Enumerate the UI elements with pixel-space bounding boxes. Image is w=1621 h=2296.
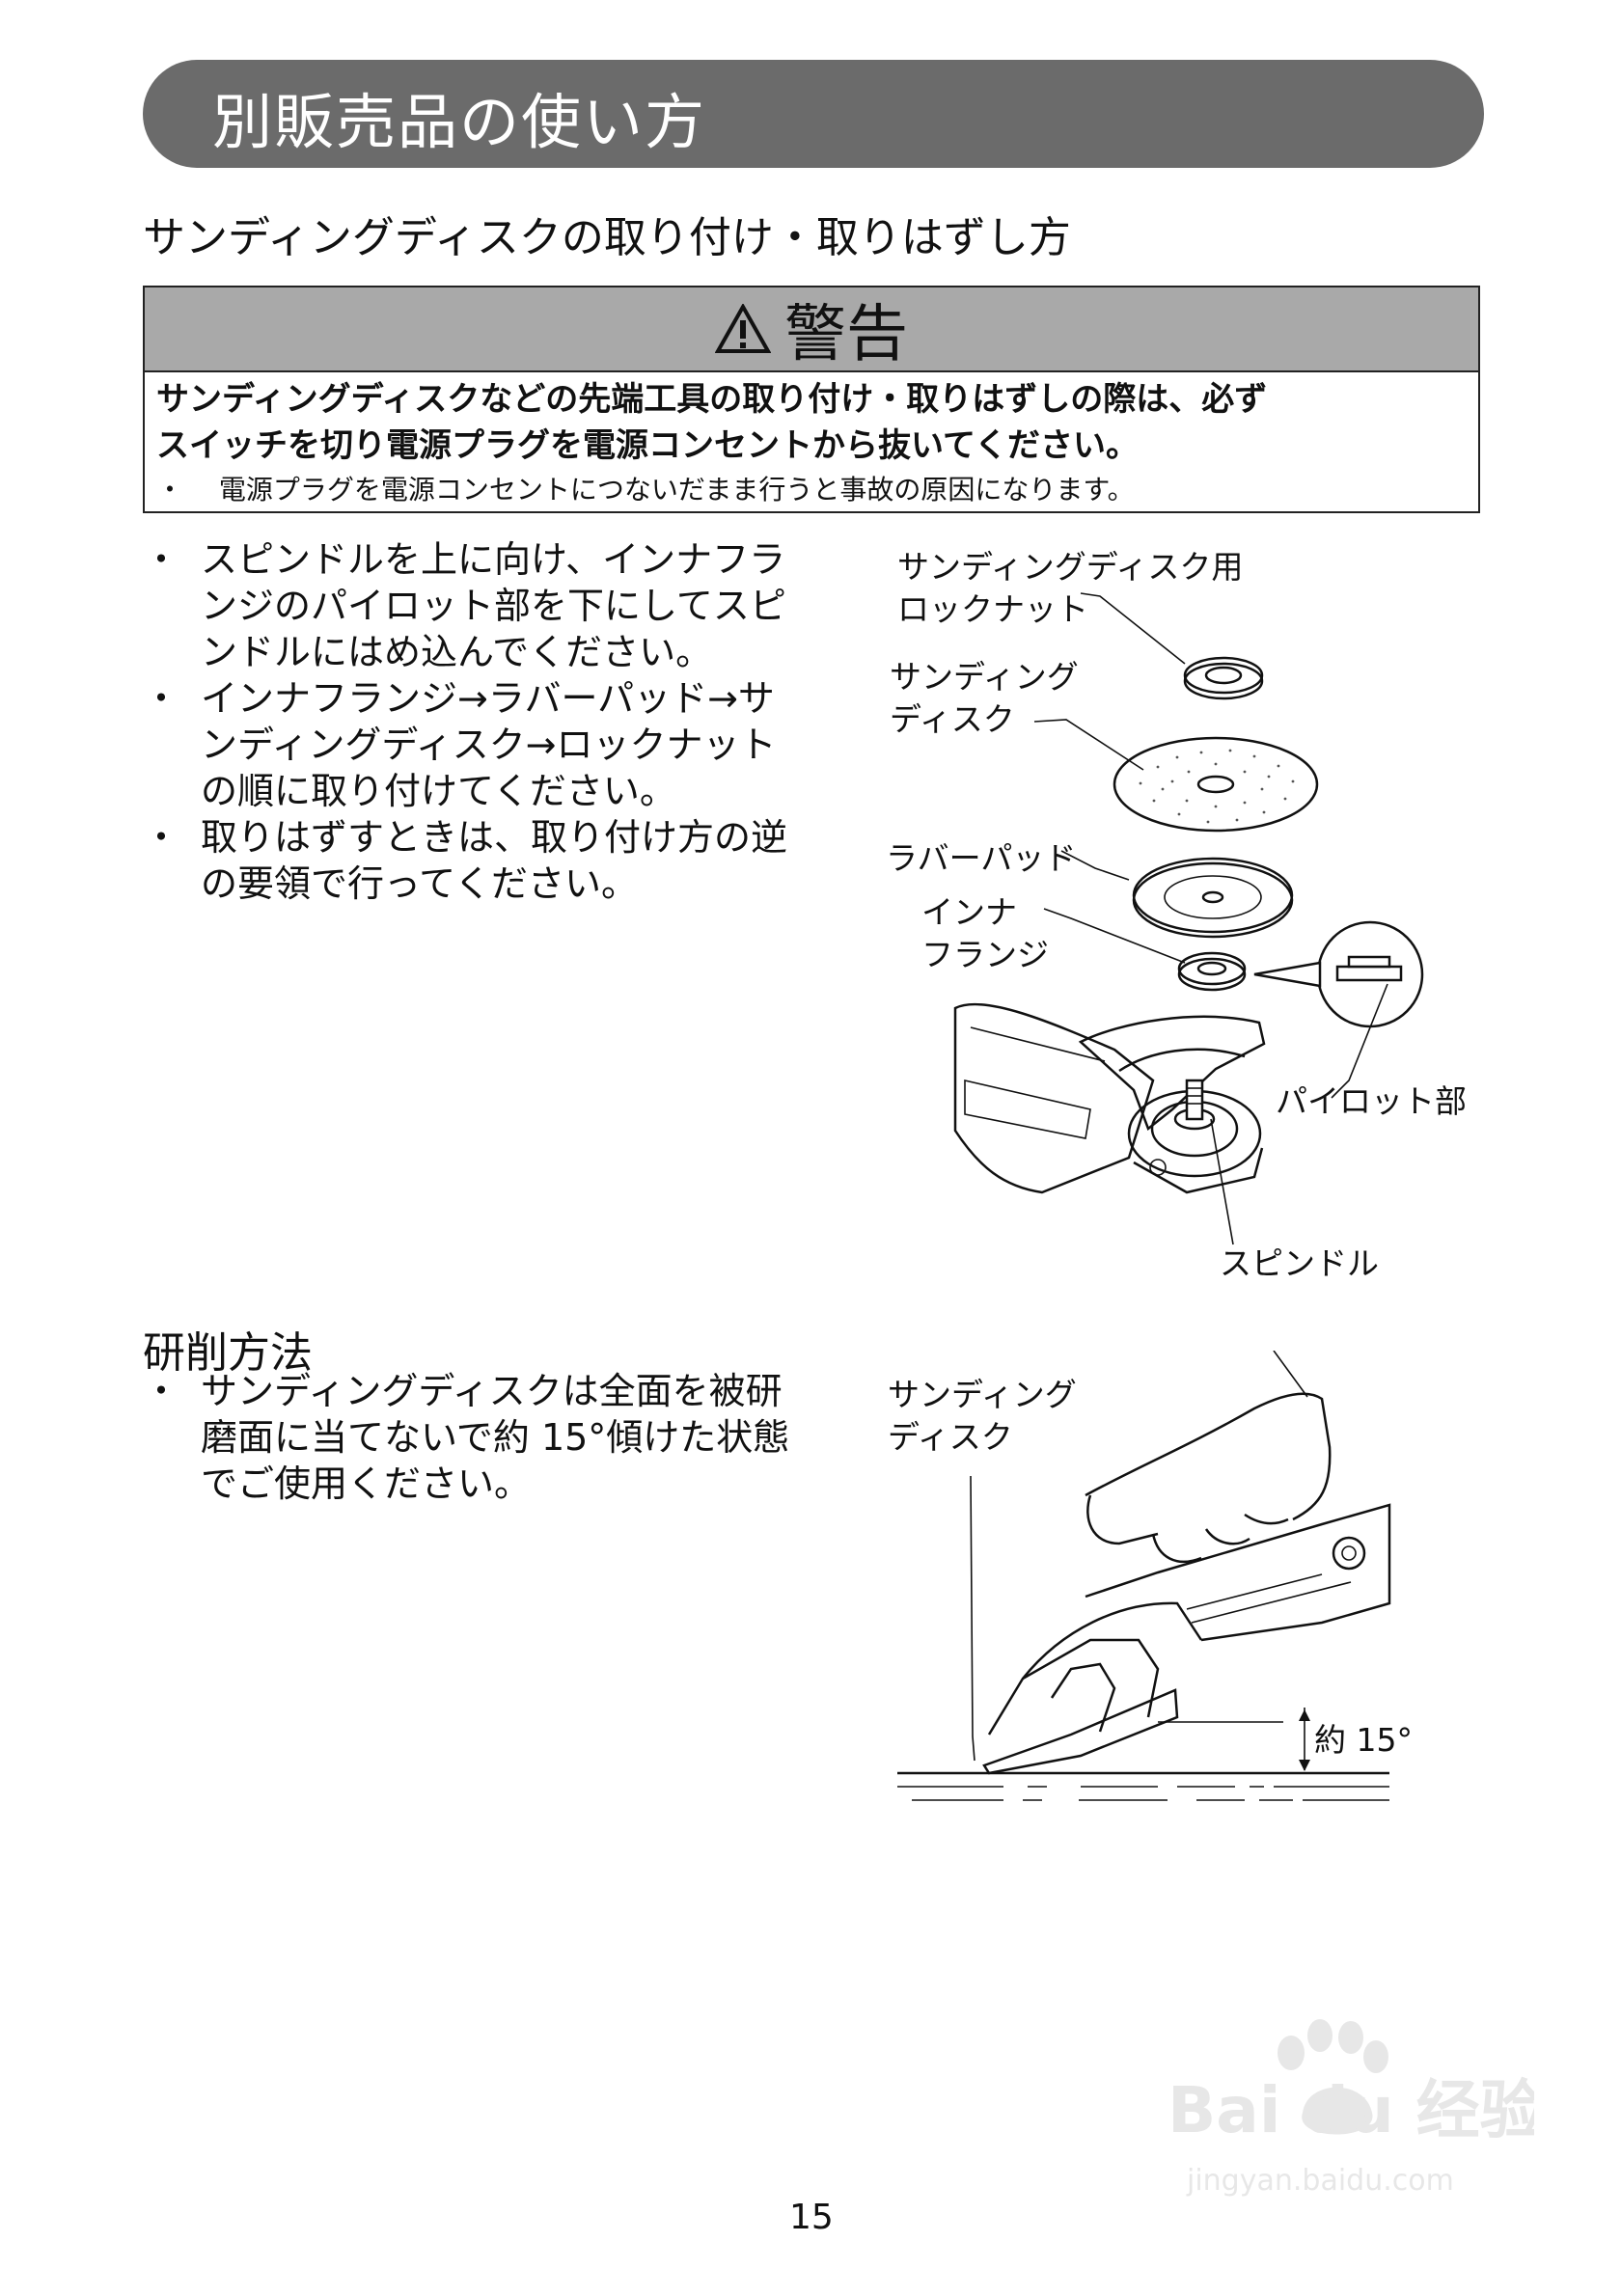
warning-note-text: 電源プラグを電源コンセントにつないだまま行うと事故の原因になります。	[218, 474, 1135, 506]
step-line: ンジのパイロット部を下にしてスピ	[201, 585, 786, 627]
warning-title: 警告	[784, 299, 908, 370]
label-line: ディスク	[890, 700, 1015, 738]
step-line: インナフランジ→ラバーパッド→サ	[201, 677, 775, 720]
grinder-body	[953, 1002, 1266, 1194]
label-angle: 約 15°	[1314, 1721, 1413, 1759]
leader-pilot	[1331, 983, 1388, 1099]
watermark-url: jingyan.baidu.com	[1186, 2164, 1454, 2198]
bullet-dot: ・	[143, 1370, 180, 1412]
watermark-logo: Bai du 经验	[1168, 2073, 1534, 2147]
step-line: でご使用ください。	[201, 1462, 532, 1505]
label-line: サンディングディスク用	[897, 548, 1244, 586]
label-line: ディスク	[888, 1418, 1013, 1456]
grinder-in-use	[982, 1351, 1391, 1775]
label-line: インナ	[921, 893, 1017, 931]
warning-note: ・ 電源プラグを電源コンセントにつないだまま行うと事故の原因になります。	[156, 469, 1467, 511]
leader-disc-2	[970, 1475, 975, 1762]
label-spindle: スピンドル	[1220, 1244, 1379, 1282]
step-line: ンドルにはめ込んでください。	[201, 631, 713, 673]
label-pilot: パイロット部	[1276, 1082, 1467, 1120]
paw-icon	[1278, 2019, 1388, 2135]
label-line: サンディング	[888, 1376, 1077, 1413]
header-bar	[143, 60, 1484, 168]
warning-line-2: スイッチを切り電源プラグを電源コンセントから抜いてください。	[156, 426, 1139, 465]
sanding-disc-part	[1113, 736, 1319, 833]
inner-flange-part	[1177, 951, 1247, 992]
install-step: ・ インナフランジ→ラバーパッド→サ ンディングディスク→ロックナット の順に取…	[143, 675, 838, 814]
label-rubber-pad: ラバーパッド	[886, 839, 1077, 877]
leader-inner-flange	[1043, 908, 1186, 964]
step-line: 磨面に当てないで約 15°傾けた状態	[201, 1416, 790, 1459]
leader-spindle	[1210, 1118, 1234, 1245]
warning-header: 警告	[145, 287, 1478, 372]
label-line: サンディング	[890, 658, 1079, 696]
page-title: 別販売品の使い方	[212, 87, 707, 157]
section-title-grinding: 研削方法	[143, 1328, 313, 1378]
label-sanding-disc: サンディング ディスク	[890, 656, 1079, 741]
assembly-diagram	[953, 592, 1424, 1245]
step-line: サンディングディスクは全面を被研	[201, 1370, 783, 1412]
leader-locknut	[1080, 592, 1186, 665]
warning-line-1: サンディングディスクなどの先端工具の取り付け・取りはずしの際は、必ず	[156, 380, 1268, 419]
step-line: スピンドルを上に向け、インナフラ	[201, 538, 786, 581]
grinding-step: ・ サンディングディスクは全面を被研 磨面に当てないで約 15°傾けた状態 でご…	[143, 1368, 838, 1507]
install-step: ・ スピンドルを上に向け、インナフラ ンジのパイロット部を下にしてスピ ンドルに…	[143, 536, 838, 675]
leader-disc	[1033, 719, 1144, 771]
step-line: ンディングディスク→ロックナット	[201, 724, 777, 766]
arrow-down-icon	[1299, 1760, 1310, 1771]
step-line: の順に取り付けてください。	[201, 770, 676, 812]
page-number: 15	[789, 2198, 834, 2237]
rubber-pad-part	[1132, 857, 1294, 939]
step-line: の要領で行ってください。	[201, 862, 638, 905]
lock-nut-part	[1183, 656, 1264, 700]
section-title-install: サンディングディスクの取り付け・取りはずし方	[143, 213, 1071, 262]
warning-triangle-icon	[715, 304, 771, 353]
label-locknut: サンディングディスク用 ロックナット	[897, 546, 1243, 631]
label-line: ロックナット	[897, 590, 1088, 628]
install-step: ・ 取りはずすときは、取り付け方の逆 の要領で行ってください。	[143, 814, 838, 907]
grinding-angle-diagram	[897, 1351, 1391, 1801]
bullet-dot: ・	[143, 538, 180, 581]
bullet-dot: ・	[143, 816, 180, 859]
install-steps: ・ スピンドルを上に向け、インナフラ ンジのパイロット部を下にしてスピ ンドルに…	[143, 536, 838, 907]
step-line: 取りはずすときは、取り付け方の逆	[201, 816, 788, 859]
warning-box: 警告 サンディングディスクなどの先端工具の取り付け・取りはずしの際は、必ず スイ…	[143, 286, 1480, 513]
label-inner-flange: インナ フランジ	[921, 891, 1049, 976]
grinding-steps: ・ サンディングディスクは全面を被研 磨面に当てないで約 15°傾けた状態 でご…	[143, 1368, 838, 1507]
label-line: フランジ	[921, 936, 1049, 973]
leader-rubber-pad	[1060, 850, 1130, 881]
bullet-dot: ・	[143, 677, 180, 720]
warning-note-bullet: ・	[156, 474, 184, 506]
arrow-up-icon	[1299, 1709, 1310, 1721]
baidu-watermark: Bai du 经验 jingyan.baidu.com	[1168, 2019, 1534, 2198]
pilot-detail-callout	[1253, 920, 1424, 1028]
label-sanding-disc-2: サンディング ディスク	[888, 1374, 1077, 1459]
